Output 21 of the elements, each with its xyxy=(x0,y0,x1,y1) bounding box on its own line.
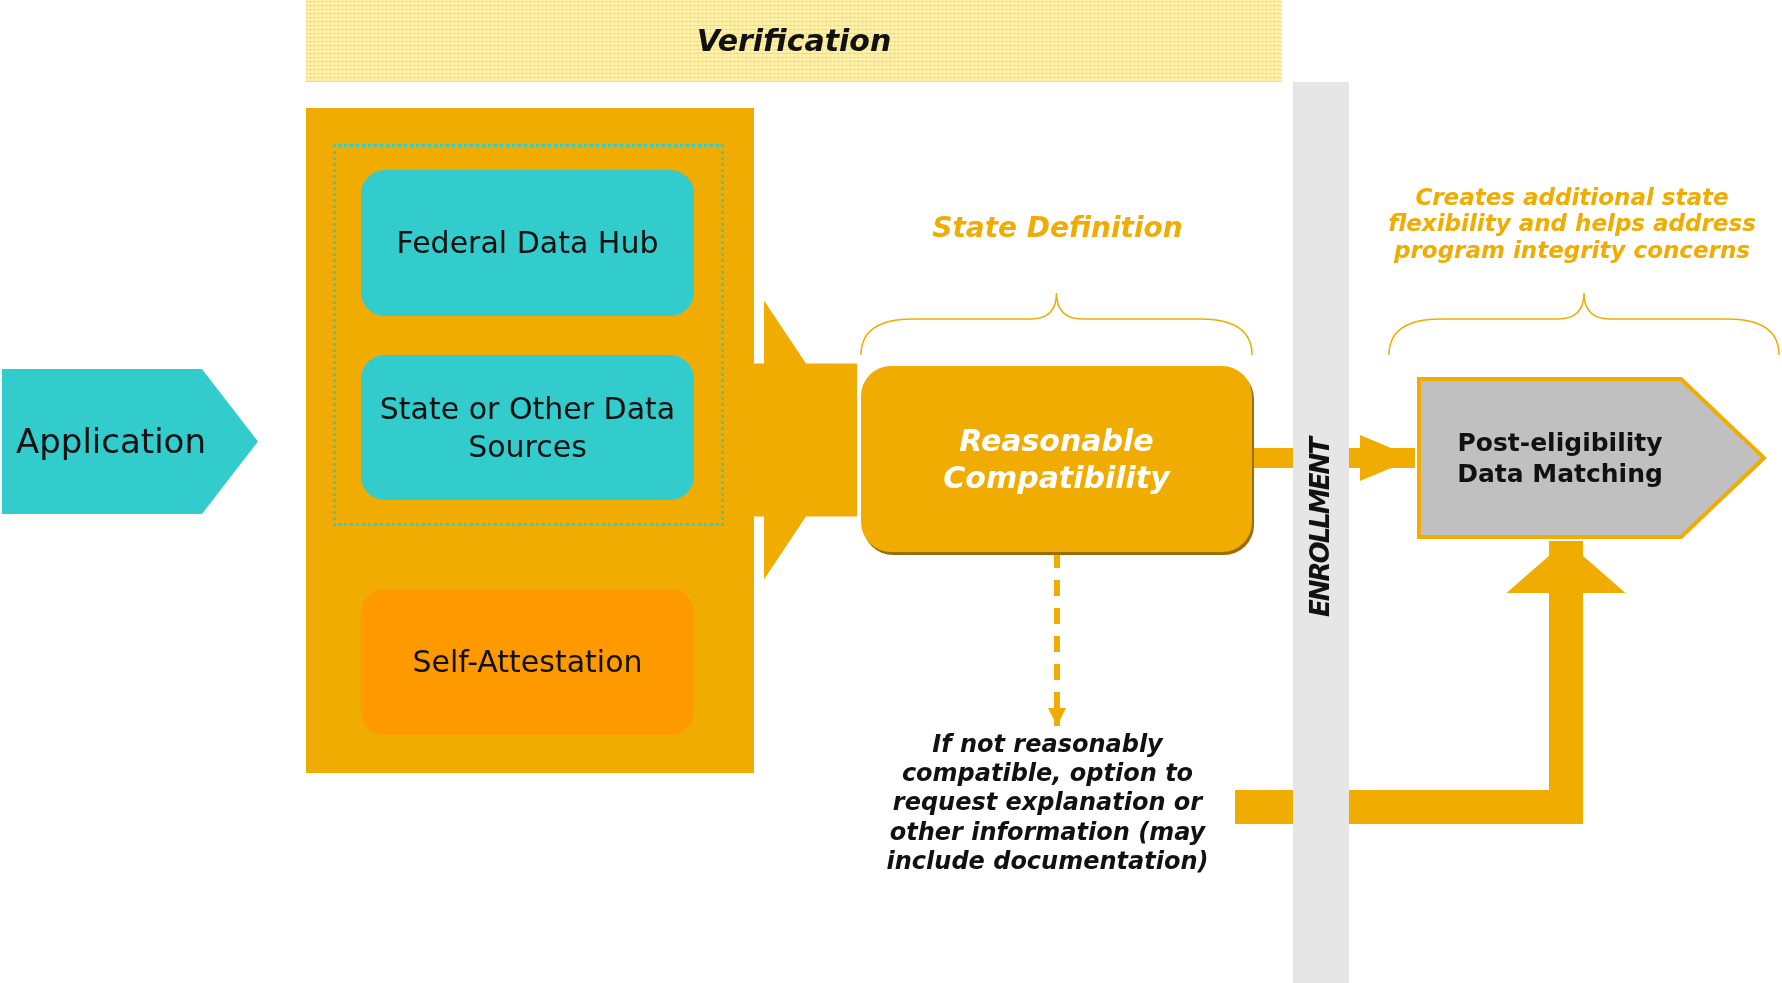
verification-band xyxy=(306,0,1282,82)
note-text: If not reasonably compatible, option to request explanation or other information (may include documentation) xyxy=(860,727,1235,879)
node-label: Federal Data Hub xyxy=(396,224,659,262)
verification-panel xyxy=(306,108,754,773)
application-chevron xyxy=(2,369,258,514)
band-title: Verification xyxy=(696,22,892,60)
block-arrow xyxy=(754,300,857,580)
process-box xyxy=(361,355,694,500)
data-sources-group xyxy=(333,144,724,526)
annotation-text: Creates additional state flexibility and helps address program integrity concerns xyxy=(1387,184,1757,264)
node-label: Self-Attestation xyxy=(412,643,643,681)
node-label: Application xyxy=(16,420,206,463)
node-label: State or Other Data Sources xyxy=(378,390,677,465)
node-label: Reasonable Compatibility xyxy=(942,421,1172,497)
annotation-text: State Definition xyxy=(931,212,1184,245)
arrow xyxy=(1235,541,1626,824)
process-box xyxy=(361,170,694,316)
data-matching-chevron xyxy=(1417,377,1767,539)
process-box xyxy=(861,366,1252,552)
dashed-arrow xyxy=(1048,552,1066,726)
node-label: Post-eligibility Data Matching xyxy=(1456,426,1664,490)
